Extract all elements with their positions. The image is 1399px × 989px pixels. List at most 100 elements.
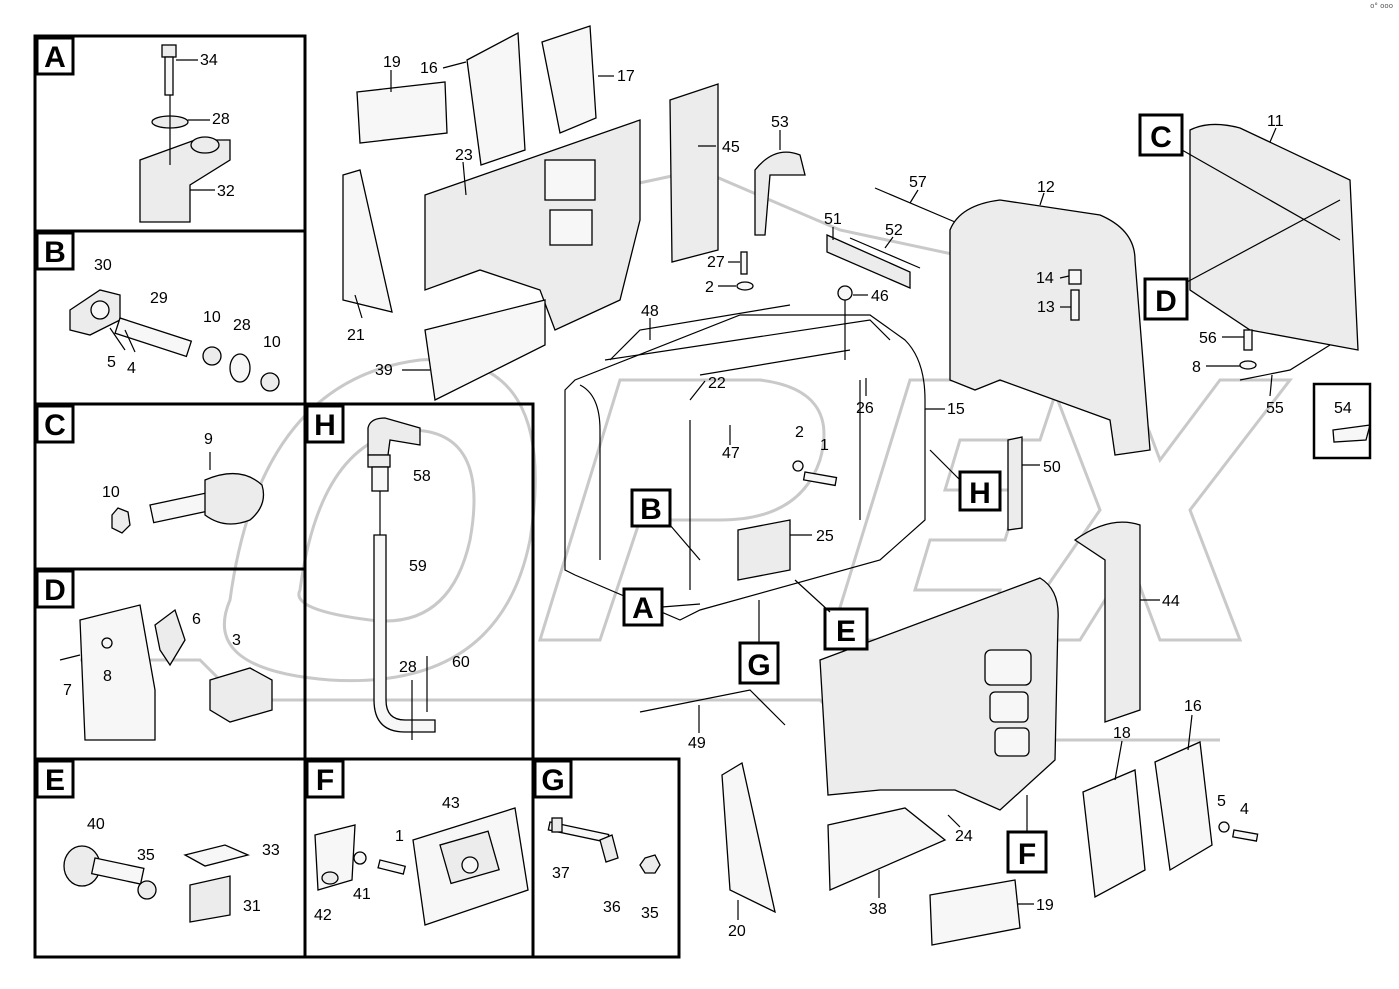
callout-27: 27: [707, 254, 725, 271]
callout-19: 19: [383, 54, 401, 71]
callout-28: 28: [399, 659, 417, 676]
svg-text:F: F: [1018, 838, 1036, 871]
callout-1: 1: [395, 828, 404, 845]
svg-text:H: H: [969, 477, 991, 510]
callout-25: 25: [816, 528, 834, 545]
callout-28: 28: [233, 317, 251, 334]
marker-B: B: [630, 488, 701, 561]
svg-text:A: A: [632, 592, 654, 625]
callout-8: 8: [1192, 359, 1201, 376]
callout-36: 36: [603, 899, 621, 916]
callout-48: 48: [641, 303, 659, 320]
callout-33: 33: [262, 842, 280, 859]
svg-text:B: B: [44, 236, 66, 269]
marker-H: H: [929, 449, 1002, 512]
panel-C-label: C: [35, 404, 75, 444]
callout-19: 19: [1036, 897, 1054, 914]
callout-60: 60: [452, 654, 470, 671]
panel-D-parts: [59, 604, 273, 741]
panel-B-parts: [69, 289, 280, 392]
svg-text:H: H: [314, 409, 336, 442]
callout-10: 10: [203, 309, 221, 326]
panel-F-parts: [314, 807, 529, 926]
callout-4: 4: [127, 360, 136, 377]
callout-5: 5: [1217, 793, 1226, 810]
callout-5: 5: [107, 354, 116, 371]
panel-E-parts: [63, 844, 250, 923]
panel-D-label: D: [35, 569, 75, 609]
callout-42: 42: [314, 907, 332, 924]
callout-26: 26: [856, 400, 874, 417]
marker-D: D: [1143, 199, 1341, 321]
svg-text:F: F: [316, 764, 334, 797]
panel-F-label: F: [305, 759, 345, 799]
callout-38: 38: [869, 901, 887, 918]
callout-11: 11: [1267, 113, 1284, 130]
panel-G-label: G: [533, 759, 573, 799]
callout-35: 35: [137, 847, 155, 864]
callout-53: 53: [771, 114, 789, 131]
svg-text:C: C: [1150, 121, 1172, 154]
callout-9: 9: [204, 431, 213, 448]
panel-E-label: E: [35, 759, 75, 799]
callout-55: 55: [1266, 400, 1284, 417]
callout-39: 39: [375, 362, 393, 379]
svg-text:E: E: [45, 764, 65, 797]
svg-text:D: D: [44, 574, 66, 607]
svg-text:B: B: [640, 493, 662, 526]
marker-F: F: [1006, 795, 1048, 874]
marker-A: A: [622, 587, 701, 627]
callout-28: 28: [212, 111, 230, 128]
svg-text:C: C: [44, 409, 66, 442]
callout-43: 43: [442, 795, 460, 812]
callout-12: 12: [1037, 179, 1055, 196]
callout-58: 58: [413, 468, 431, 485]
main-leader-lines: [354, 61, 1277, 920]
callout-37: 37: [552, 865, 570, 882]
marker-G: G: [738, 600, 780, 685]
callout-44: 44: [1162, 593, 1180, 610]
callout-59: 59: [409, 558, 427, 575]
callout-21: 21: [347, 327, 365, 344]
callout-22: 22: [708, 375, 726, 392]
callout-4: 4: [1240, 801, 1249, 818]
callout-16: 16: [420, 60, 438, 77]
callout-32: 32: [217, 183, 235, 200]
panel-A-label: A: [35, 36, 75, 76]
panel-H-parts: [367, 417, 436, 740]
svg-text:A: A: [44, 41, 66, 74]
callout-56: 56: [1199, 330, 1217, 347]
callout-8: 8: [103, 668, 112, 685]
callout-1: 1: [820, 437, 829, 454]
callout-3: 3: [232, 632, 241, 649]
callout-47: 47: [722, 445, 740, 462]
callout-46: 46: [871, 288, 889, 305]
callout-20: 20: [728, 923, 746, 940]
callout-16: 16: [1184, 698, 1202, 715]
callout-52: 52: [885, 222, 903, 239]
callout-6: 6: [192, 611, 201, 628]
callout-34: 34: [200, 52, 218, 69]
marker-54-box: [1312, 382, 1372, 460]
callout-18: 18: [1113, 725, 1131, 742]
main-callouts: 19 16 17 45 23 21 39 53 27 2 46 48 22 47…: [347, 54, 1352, 940]
panel-H-label: H: [305, 404, 345, 444]
callout-24: 24: [955, 828, 973, 845]
panel-C-parts: [111, 452, 265, 534]
callout-10: 10: [102, 484, 120, 501]
svg-text:D: D: [1155, 285, 1177, 318]
callout-29: 29: [150, 290, 168, 307]
panel-G-parts: [547, 817, 661, 874]
detail-panels: [33, 34, 681, 959]
callout-54: 54: [1334, 400, 1352, 417]
callout-2: 2: [705, 279, 714, 296]
callout-10: 10: [263, 334, 281, 351]
callout-23: 23: [455, 147, 473, 164]
callout-57: 57: [909, 174, 927, 191]
callout-7: 7: [63, 682, 72, 699]
marker-C: C: [1138, 113, 1341, 241]
panel-B-label: B: [35, 231, 75, 271]
callout-31: 31: [243, 898, 261, 915]
callout-2: 2: [795, 424, 804, 441]
